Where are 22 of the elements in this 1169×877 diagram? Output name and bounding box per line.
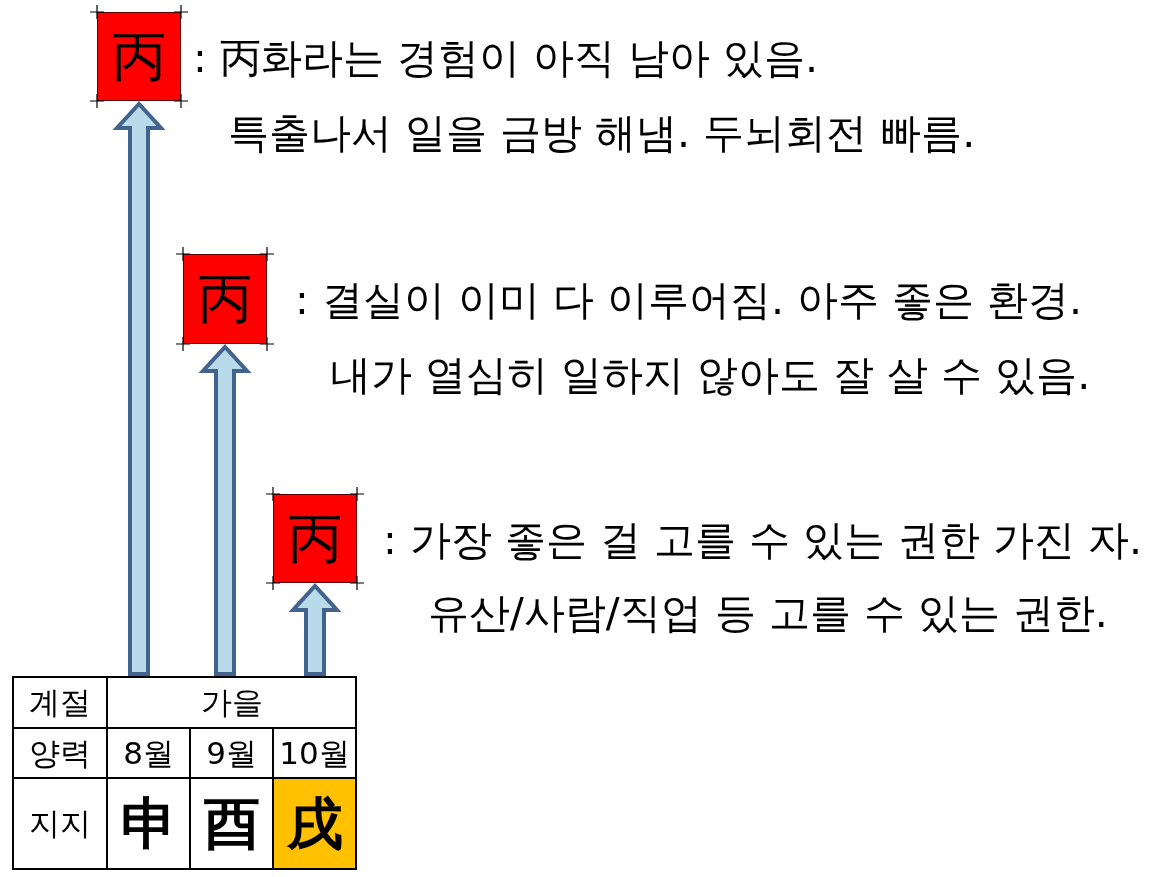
table-cell: 8월 xyxy=(107,728,190,778)
table-cell: 10월 xyxy=(273,728,356,778)
table-cell: 酉 xyxy=(190,778,273,869)
block-arrow xyxy=(112,101,166,676)
table-cell: 9월 xyxy=(190,728,273,778)
character-tile: 丙 xyxy=(273,494,357,583)
description-text: 유산/사람/직업 등 고를 수 있는 권한. xyxy=(428,588,1108,638)
character-tile: 丙 xyxy=(183,254,267,344)
table-cell: 가을 xyxy=(107,677,356,728)
table-cell: 戌 xyxy=(273,778,356,869)
block-arrow xyxy=(288,583,342,676)
table-cell: 지지 xyxy=(13,778,107,869)
table-cell: 申 xyxy=(107,778,190,869)
description-text: : 결실이 이미 다 이루어짐. 아주 좋은 환경. xyxy=(295,275,1083,325)
table-cell: 계절 xyxy=(13,677,107,728)
description-text: : 丙화라는 경험이 아직 남아 있음. xyxy=(193,33,818,83)
block-arrow xyxy=(198,344,252,676)
table-cell: 양력 xyxy=(13,728,107,778)
character-tile: 丙 xyxy=(97,12,181,101)
description-text: : 가장 좋은 걸 고를 수 있는 권한 가진 자. xyxy=(383,515,1143,565)
description-text: 특출나서 일을 금방 해냄. 두뇌회전 빠름. xyxy=(228,108,976,158)
description-text: 내가 열심히 일하지 않아도 잘 살 수 있음. xyxy=(330,350,1091,400)
